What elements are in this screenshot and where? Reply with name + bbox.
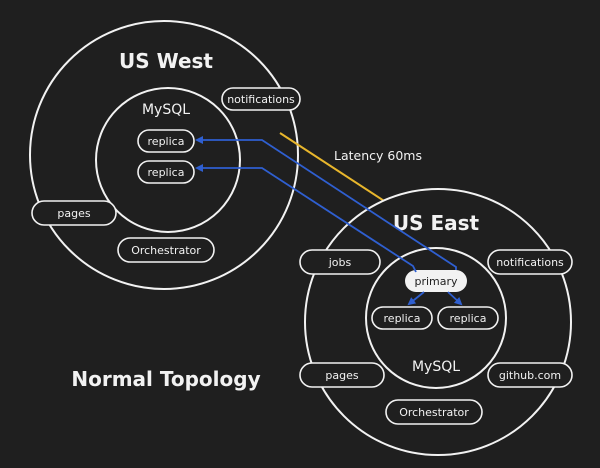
- us-east-mysql-ring: [365, 247, 507, 389]
- latency-label: Latency 60ms: [334, 148, 422, 163]
- us-east-jobs-label: jobs: [328, 256, 352, 269]
- replication-arrows: [195, 136, 463, 306]
- us-west-outer-ring: [29, 20, 299, 290]
- us-east-pages-label: pages: [325, 369, 358, 382]
- us-east-notifications-label: notifications: [496, 256, 564, 269]
- us-west-replica-2-pill: replica: [137, 160, 195, 184]
- us-west-orchestrator-pill: Orchestrator: [117, 237, 215, 263]
- us-east-region: US East MySQL jobs notifications pages g…: [299, 188, 573, 456]
- us-west-pages-pill: pages: [31, 200, 117, 226]
- us-east-orchestrator-pill: Orchestrator: [385, 399, 483, 425]
- arrow-primary-to-west-replica-2: [195, 164, 417, 273]
- us-east-pages-pill: pages: [299, 362, 385, 388]
- us-east-replica-2-pill: replica: [437, 306, 499, 330]
- us-west-mysql-ring: [95, 87, 241, 233]
- arrow-primary-to-west-replica-1: [195, 136, 457, 270]
- us-east-github-label: github.com: [499, 369, 561, 382]
- us-east-title: US East: [393, 211, 480, 235]
- us-west-orchestrator-label: Orchestrator: [131, 244, 201, 257]
- us-west-replica-2-label: replica: [148, 166, 185, 179]
- us-east-primary-pill: primary: [405, 270, 467, 292]
- us-east-replica-1-label: replica: [384, 312, 421, 325]
- us-east-replica-1-pill: replica: [371, 306, 433, 330]
- diagram-caption: Normal Topology: [71, 367, 260, 391]
- arrow-primary-to-east-replica-2: [447, 291, 463, 306]
- us-east-github-pill: github.com: [487, 362, 573, 388]
- us-east-jobs-pill: jobs: [299, 249, 381, 275]
- us-west-notifications-pill: notifications: [221, 87, 301, 111]
- arrow-primary-to-east-replica-1: [407, 291, 425, 306]
- us-west-mysql-label: MySQL: [142, 102, 190, 118]
- latency-line: [279, 132, 399, 211]
- us-east-orchestrator-label: Orchestrator: [399, 406, 469, 419]
- us-west-title: US West: [119, 49, 213, 73]
- us-west-pages-label: pages: [57, 207, 90, 220]
- us-west-replica-1-pill: replica: [137, 129, 195, 153]
- us-east-mysql-label: MySQL: [412, 359, 460, 375]
- us-west-replica-1-label: replica: [148, 135, 185, 148]
- us-east-replica-2-label: replica: [450, 312, 487, 325]
- us-east-primary-label: primary: [414, 275, 458, 288]
- us-east-notifications-pill: notifications: [487, 249, 573, 275]
- us-west-notifications-label: notifications: [227, 93, 295, 106]
- us-west-region: US West MySQL notifications replica repl…: [29, 20, 301, 290]
